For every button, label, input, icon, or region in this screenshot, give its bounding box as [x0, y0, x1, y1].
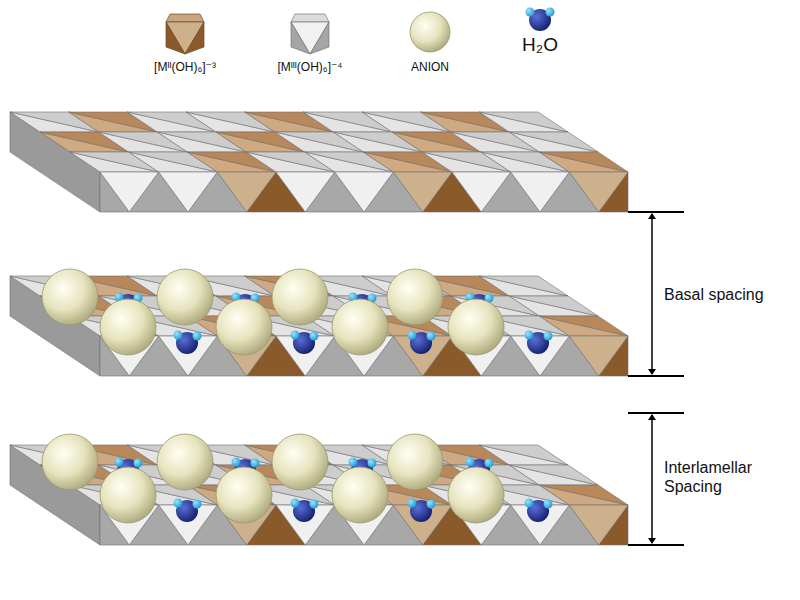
- spacing-label: Basal spacing: [664, 285, 764, 304]
- anion-sphere: [42, 269, 98, 325]
- interlayer: [42, 269, 553, 355]
- octahedron-top: [539, 152, 628, 172]
- water-hydrogen: [544, 500, 553, 509]
- water-hydrogen: [291, 331, 300, 340]
- anion-sphere: [332, 467, 388, 523]
- hydroxide-sheet: [10, 112, 628, 212]
- layer-sheets: [10, 112, 628, 545]
- water-hydrogen: [349, 458, 358, 467]
- anion-sphere: [387, 434, 443, 490]
- octahedron-top: [539, 316, 628, 336]
- water-hydrogen: [485, 459, 494, 468]
- octahedron-front: [511, 172, 570, 212]
- octahedron-front: [569, 172, 628, 212]
- water-hydrogen: [251, 459, 260, 468]
- water-hydrogen: [310, 332, 319, 341]
- interlayer: [42, 434, 553, 523]
- anion-sphere: [100, 299, 156, 355]
- octahedron-top: [509, 132, 598, 152]
- legend-text: [Mᴵᴵᴵ(OH)₆]⁻⁴: [278, 60, 343, 74]
- water-hydrogen: [368, 459, 377, 468]
- water-hydrogen: [291, 499, 300, 508]
- octahedron-top: [479, 276, 568, 296]
- octahedron-top: [479, 276, 568, 296]
- water-hydrogen: [310, 500, 319, 509]
- octahedron-top: [539, 316, 628, 336]
- water-hydrogen: [525, 331, 534, 340]
- anion-sphere: [100, 467, 156, 523]
- octahedron-front: [569, 336, 628, 376]
- octahedron-top: [539, 485, 628, 505]
- anion-sphere: [42, 434, 98, 490]
- anion-sphere: [332, 299, 388, 355]
- octahedron-front: [335, 172, 394, 212]
- water-hydrogen: [408, 331, 417, 340]
- octahedron-top: [509, 296, 598, 316]
- octahedron-front: [393, 172, 452, 212]
- octahedron-front: [452, 172, 511, 212]
- octahedron-front: [100, 172, 159, 212]
- octahedron-front: [217, 172, 276, 212]
- water-hydrogen: [427, 500, 436, 509]
- spacing-label: Interlamellar Spacing: [664, 458, 792, 496]
- octahedron-front: [569, 505, 628, 545]
- water-hydrogen: [232, 458, 241, 467]
- anion-sphere: [448, 467, 504, 523]
- octahedron-front: [276, 172, 335, 212]
- water-hydrogen: [427, 332, 436, 341]
- anion-sphere: [157, 269, 213, 325]
- octahedron-top: [509, 465, 598, 485]
- water-hydrogen: [174, 499, 183, 508]
- octahedron-top: [509, 296, 598, 316]
- legend-text: ANION: [411, 60, 449, 74]
- water-hydrogen: [115, 458, 124, 467]
- anion-sphere: [387, 269, 443, 325]
- anion-sphere: [272, 434, 328, 490]
- water-hydrogen: [193, 500, 202, 509]
- water-hydrogen: [544, 332, 553, 341]
- octahedron-top: [509, 465, 598, 485]
- legend-text: [Mᴵᴵ(OH)₆]⁻³: [154, 60, 216, 74]
- water-hydrogen: [193, 332, 202, 341]
- legend-text: H₂O: [522, 34, 558, 57]
- anion-sphere: [448, 299, 504, 355]
- water-hydrogen: [525, 499, 534, 508]
- octahedron-top: [539, 485, 628, 505]
- octahedron-top: [479, 112, 568, 132]
- legend-icons: [166, 8, 555, 55]
- octahedron-top: [509, 132, 598, 152]
- octahedron-top: [539, 152, 628, 172]
- water-hydrogen: [408, 499, 417, 508]
- water-hydrogen: [466, 458, 475, 467]
- anion-sphere: [157, 434, 213, 490]
- anion-sphere: [272, 269, 328, 325]
- octahedron-top: [479, 112, 568, 132]
- anion-sphere: [216, 467, 272, 523]
- water-hydrogen: [174, 331, 183, 340]
- anion-sphere: [216, 299, 272, 355]
- octahedron-front: [159, 172, 218, 212]
- water-hydrogen: [134, 459, 143, 468]
